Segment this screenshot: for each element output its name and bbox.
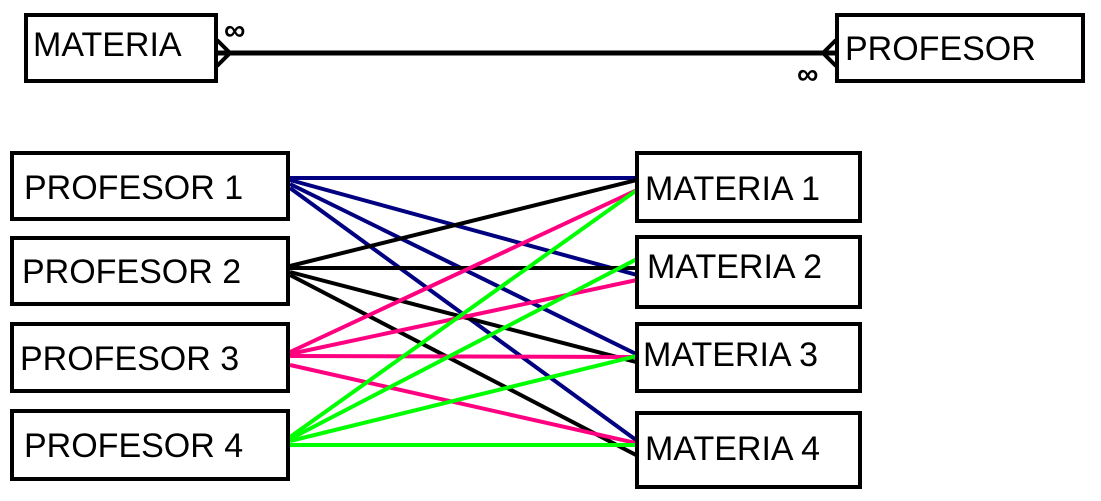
- materia-label-3: MATERIA 3: [643, 336, 818, 374]
- profesor-boxes: PROFESOR 1 PROFESOR 2 PROFESOR 3 PROFESO…: [10, 151, 290, 481]
- cardinality-right: ∞: [797, 58, 818, 91]
- link-profesor-1-materia-2: [289, 178, 638, 277]
- profesor-label-2: PROFESOR 2: [22, 253, 241, 291]
- profesor-box-4[interactable]: [10, 409, 290, 481]
- link-profesor-3-materia-1: [289, 188, 638, 354]
- connection-lines: [288, 176, 639, 457]
- profesor-box-3[interactable]: [10, 322, 290, 393]
- profesor-box-2[interactable]: [10, 236, 290, 306]
- entity-profesor-label: PROFESOR: [845, 30, 1036, 68]
- materia-label-1: MATERIA 1: [645, 170, 820, 208]
- entity-profesor[interactable]: [835, 13, 1085, 83]
- materia-label-4: MATERIA 4: [645, 430, 820, 468]
- materia-box-1[interactable]: [635, 151, 862, 223]
- materia-boxes: MATERIA 1 MATERIA 2 MATERIA 3 MATERIA 4: [635, 151, 862, 489]
- link-profesor-3-materia-2: [289, 278, 638, 356]
- link-profesor-4-materia-3: [289, 354, 638, 443]
- link-profesor-3-materia-4: [289, 363, 637, 445]
- profesor-label-1: PROFESOR 1: [24, 169, 243, 207]
- link-profesor-4-materia-2: [289, 257, 638, 441]
- materia-box-2[interactable]: [635, 235, 862, 309]
- materia-box-3[interactable]: [635, 322, 862, 393]
- materia-label-2: MATERIA 2: [647, 248, 822, 286]
- crow-foot-right-icon: [820, 38, 838, 68]
- entity-materia-label: MATERIA: [33, 26, 182, 64]
- entity-materia[interactable]: [24, 13, 218, 83]
- link-profesor-2-materia-4: [289, 273, 637, 457]
- crow-foot-left-icon: [215, 38, 233, 68]
- profesor-box-1[interactable]: [10, 151, 290, 221]
- link-profesor-3-materia-3: [289, 354, 638, 359]
- cardinality-left: ∞: [224, 14, 245, 47]
- profesor-label-3: PROFESOR 3: [20, 340, 239, 378]
- profesor-label-4: PROFESOR 4: [24, 427, 243, 465]
- link-profesor-4-materia-1: [288, 188, 639, 439]
- materia-box-4[interactable]: [635, 411, 862, 489]
- link-profesor-2-materia-1: [289, 178, 638, 268]
